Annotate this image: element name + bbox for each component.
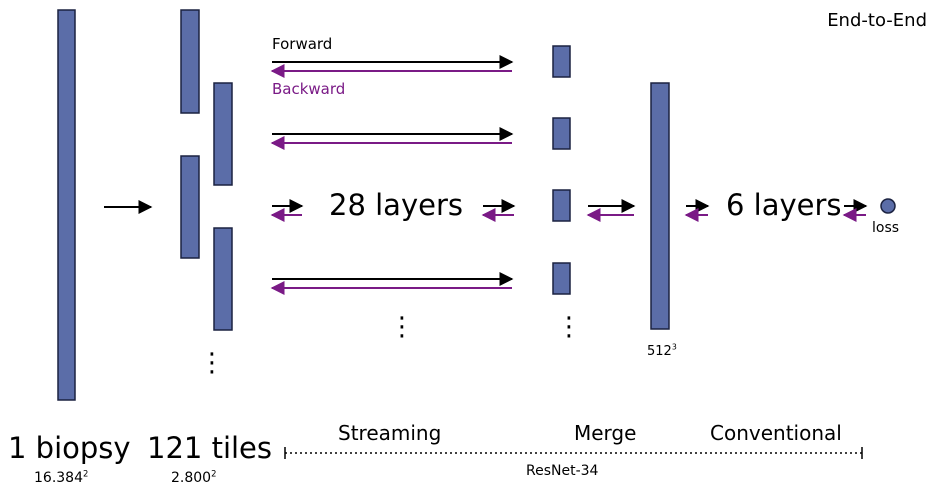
forward-label: Forward: [272, 35, 333, 53]
diagram-title: End-to-End: [827, 10, 927, 31]
loss-node: [880, 198, 896, 214]
features-ellipsis: ⋮: [556, 312, 582, 342]
feature-block-2: [552, 117, 571, 150]
merge-stage-label: Merge: [574, 421, 637, 445]
tiles-ellipsis: ⋮: [199, 348, 225, 378]
feature-block-3: [552, 189, 571, 222]
tile-block-2: [213, 82, 233, 186]
tile-block-4: [213, 227, 233, 331]
loss-label: loss: [872, 220, 900, 236]
merged-volume-block: [650, 82, 670, 330]
tile-block-3: [180, 155, 200, 259]
biopsy-size-label: 16.3842: [34, 468, 89, 486]
conventional-layers-label: 6 layers: [726, 188, 842, 222]
network-label: ResNet-34: [526, 463, 599, 479]
streaming-stage-label: Streaming: [338, 421, 442, 445]
tiles-label: 121 tiles: [147, 431, 273, 465]
biopsy-block: [57, 9, 76, 401]
biopsy-label: 1 biopsy: [8, 431, 131, 465]
conventional-stage-label: Conventional: [710, 421, 842, 445]
streaming-layers-label: 28 layers: [329, 188, 463, 222]
backward-label: Backward: [272, 80, 346, 98]
feature-block-4: [552, 262, 571, 295]
feature-block-1: [552, 45, 571, 78]
tiles-size-label: 2.8002: [171, 468, 217, 486]
streaming-ellipsis: ⋮: [389, 312, 415, 342]
tile-block-1: [180, 9, 200, 114]
volume-size-label: 5123: [647, 342, 677, 359]
